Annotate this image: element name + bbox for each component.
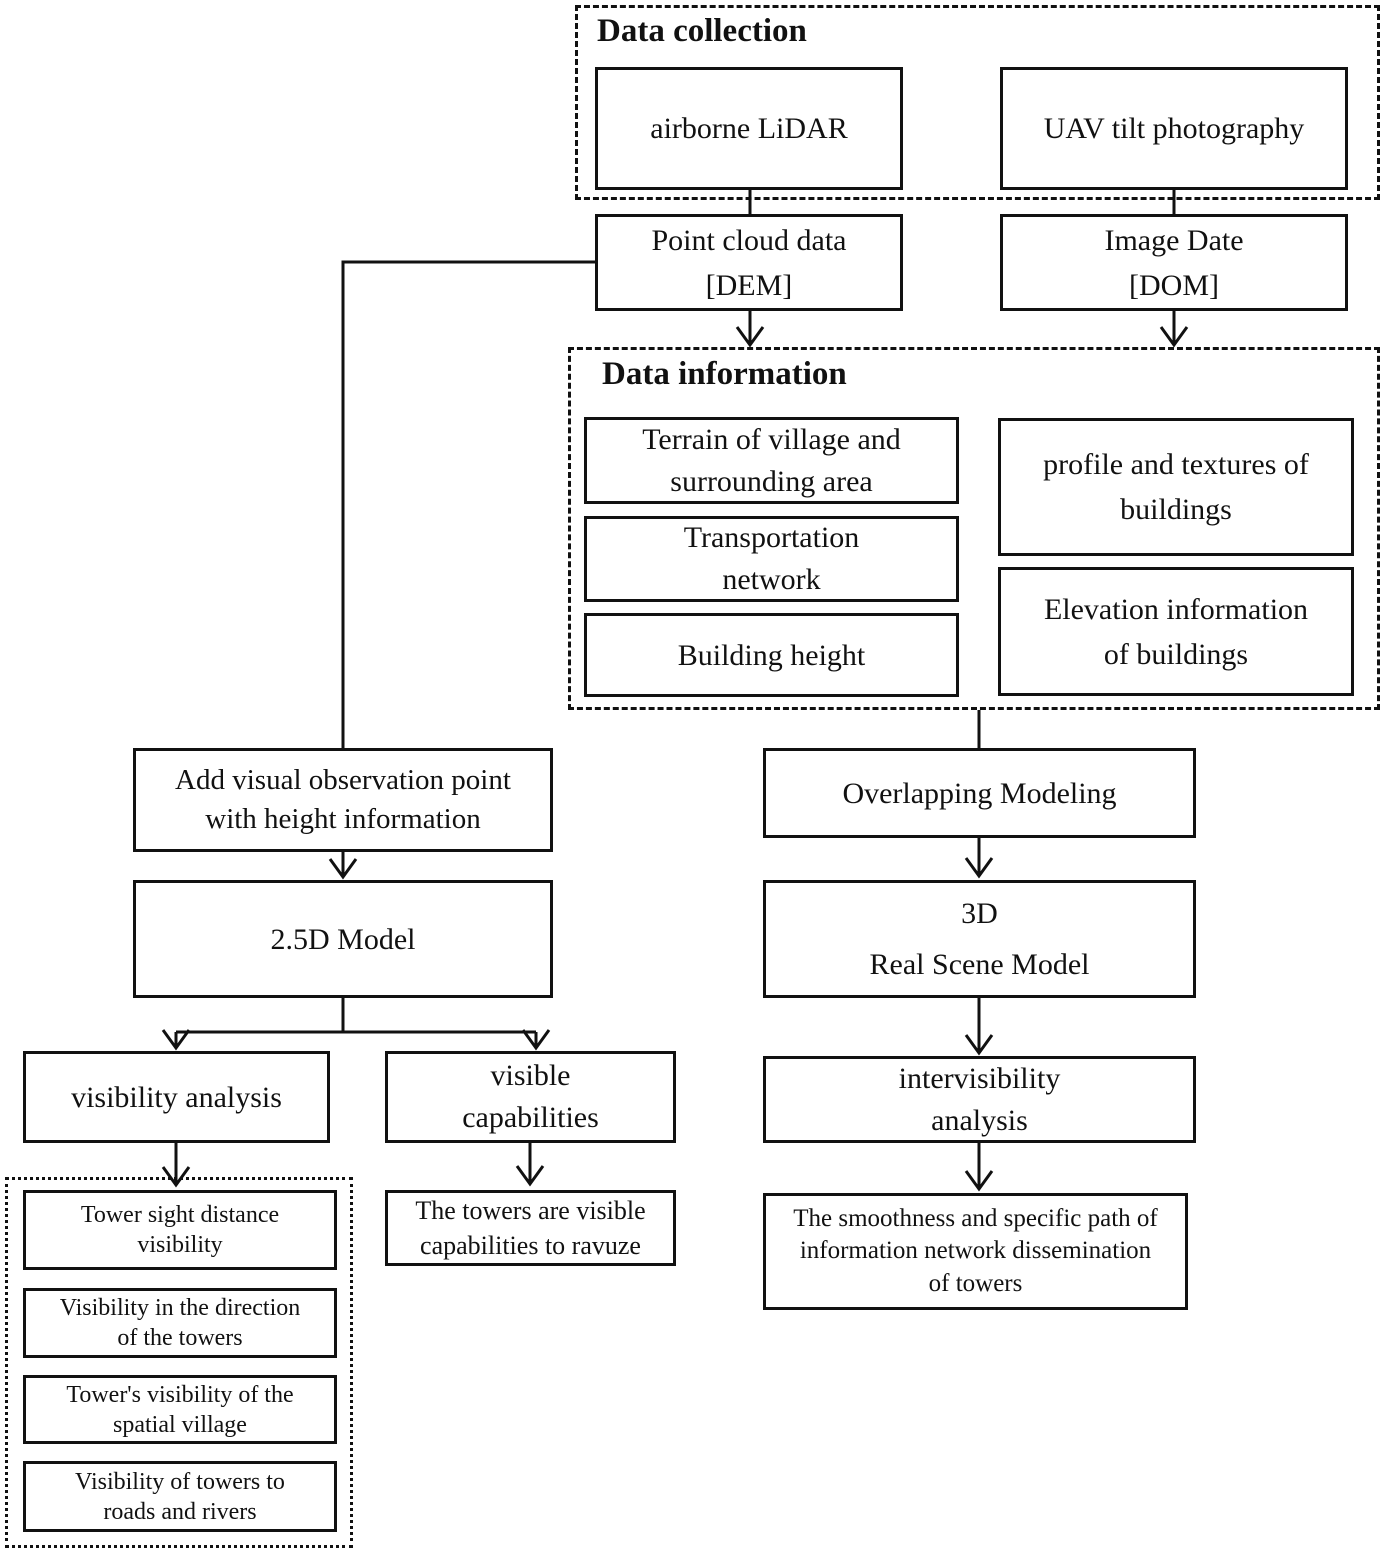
node-profile-textures: profile and textures of buildings (998, 418, 1354, 556)
node-elevation-info: Elevation information of buildings (998, 567, 1354, 696)
node-point-cloud-data: Point cloud data [DEM] (595, 214, 903, 311)
node-airborne-lidar: airborne LiDAR (595, 67, 903, 190)
connector-model25d-split (161, 998, 551, 1051)
arrow-overlapping-to-realscene (964, 838, 994, 879)
data-information-title: Data information (602, 356, 847, 392)
data-collection-group (575, 5, 1380, 200)
node-visible-capabilities-result: The towers are visible capabilities to r… (385, 1190, 676, 1266)
node-terrain: Terrain of village and surrounding area (584, 417, 959, 504)
node-add-observation-point: Add visual observation point with height… (133, 748, 553, 852)
node-transportation-network: Transportation network (584, 516, 959, 602)
node-visibility-roads-rivers: Visibility of towers to roads and rivers (23, 1461, 337, 1532)
data-information-group (568, 347, 1380, 710)
arrow-realscene-to-intervisibility (964, 998, 994, 1056)
node-building-height: Building height (584, 613, 959, 697)
node-tower-sight-distance: Tower sight distance visibility (23, 1190, 337, 1270)
node-overlapping-modeling: Overlapping Modeling (763, 748, 1196, 838)
node-image-date: Image Date [DOM] (1000, 214, 1348, 311)
data-collection-title: Data collection (597, 13, 807, 49)
node-intervisibility-analysis: intervisibility analysis (763, 1056, 1196, 1143)
arrow-capabilities-to-result (515, 1143, 545, 1187)
visibility-outcomes-group (5, 1177, 353, 1548)
node-intervisibility-result: The smoothness and specific path of info… (763, 1193, 1188, 1310)
arrow-visibility-to-outcomes (161, 1143, 191, 1188)
arrow-intervisibility-to-result (964, 1143, 994, 1192)
arrow-pointcloud-to-datainfo (735, 311, 765, 348)
node-tower-spatial-village: Tower's visibility of the spatial villag… (23, 1375, 337, 1444)
node-2-5d-model: 2.5D Model (133, 880, 553, 998)
node-visibility-direction: Visibility in the direction of the tower… (23, 1288, 337, 1358)
connector-pointcloud-to-addpoint (341, 260, 595, 748)
arrow-imagedate-to-datainfo (1159, 311, 1189, 348)
node-visibility-analysis: visibility analysis (23, 1051, 330, 1143)
arrow-addpoint-to-model25d (328, 852, 358, 880)
node-visible-capabilities: visible capabilities (385, 1051, 676, 1143)
node-uav-tilt-photography: UAV tilt photography (1000, 67, 1348, 190)
node-3d-real-scene-model: 3D Real Scene Model (763, 880, 1196, 998)
